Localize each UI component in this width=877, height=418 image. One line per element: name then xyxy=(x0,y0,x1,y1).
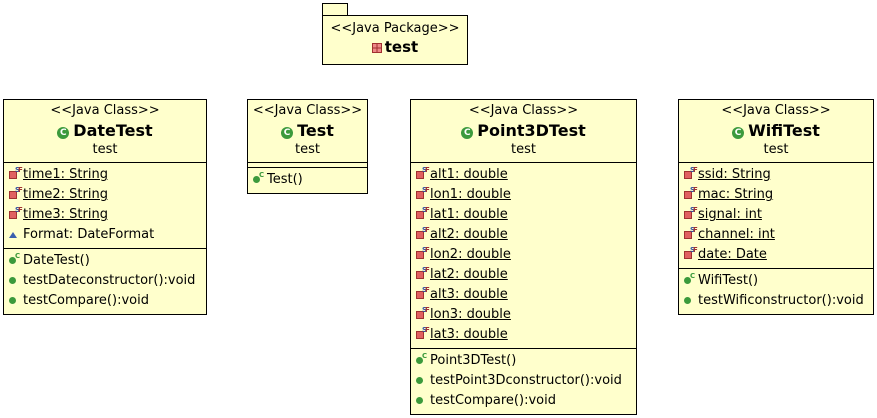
class-package: test xyxy=(295,142,320,157)
class-stereotype: <<Java Class>> xyxy=(721,103,831,118)
field-row[interactable]: Format: DateFormat xyxy=(7,225,206,245)
public-method-icon xyxy=(414,371,430,391)
class-name: WifiTest xyxy=(748,121,820,140)
class-icon: C xyxy=(732,127,745,139)
class-name: Test xyxy=(297,121,334,140)
class-icon: C xyxy=(281,127,294,139)
package-name: test xyxy=(384,38,419,56)
public-method-icon xyxy=(7,291,23,311)
constructor-icon: C xyxy=(682,271,698,291)
method-row[interactable]: testPoint3Dconstructor():void xyxy=(414,371,636,391)
class-name: DateTest xyxy=(73,121,153,140)
public-method-icon xyxy=(414,391,430,411)
method-row[interactable]: testCompare():void xyxy=(7,291,206,311)
constructor-icon: C xyxy=(414,351,430,371)
class-icon: C xyxy=(461,127,474,139)
public-method-icon xyxy=(7,271,23,291)
class-stereotype: <<Java Class>> xyxy=(468,103,579,118)
class-package: test xyxy=(763,142,789,157)
package-tab xyxy=(322,3,348,16)
method-row[interactable]: testDateconstructor():void xyxy=(7,271,206,291)
method-row[interactable]: testWificonstructor():void xyxy=(682,291,873,311)
protected-field-icon xyxy=(7,225,23,245)
class-package: test xyxy=(511,142,536,157)
class-icon: C xyxy=(57,127,70,139)
constructor-icon: C xyxy=(251,170,267,190)
fields-section xyxy=(248,162,367,167)
method-row[interactable]: testCompare():void xyxy=(414,391,636,411)
class-stereotype: <<Java Class>> xyxy=(50,103,160,118)
class-stereotype: <<Java Class>> xyxy=(252,103,363,118)
constructor-icon: C xyxy=(7,251,23,271)
public-method-icon xyxy=(682,291,698,311)
package-stereotype: <<Java Package>> xyxy=(330,21,460,36)
package-box[interactable]: <<Java Package>> test xyxy=(322,15,468,65)
class-name: Point3DTest xyxy=(477,121,586,140)
class-package: test xyxy=(92,142,118,157)
package-icon xyxy=(371,43,382,53)
